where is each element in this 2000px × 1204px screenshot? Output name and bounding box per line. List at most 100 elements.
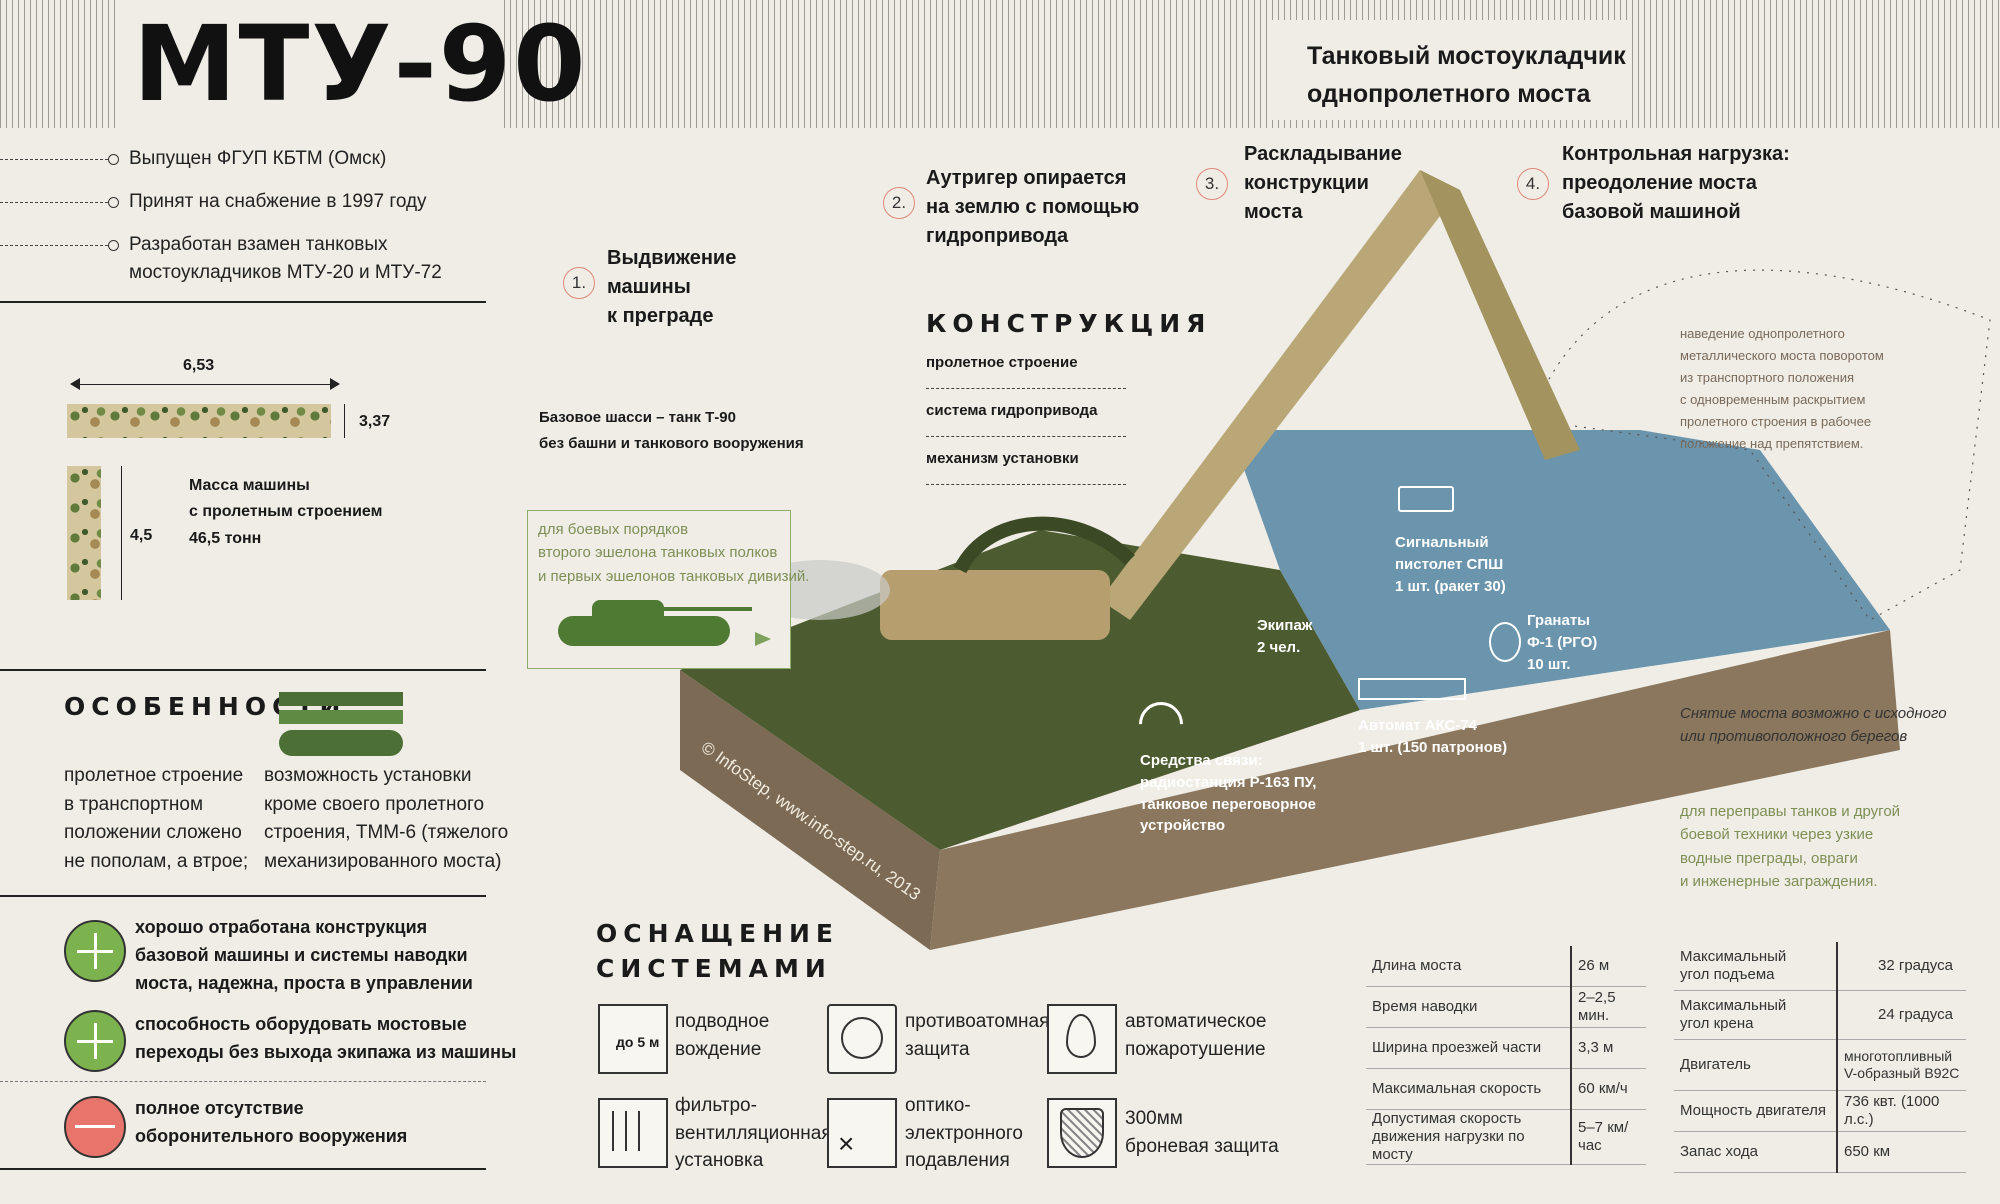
system-6: 300мм броневая защита <box>1125 1108 1279 1157</box>
length-arrow-right-head <box>330 378 340 390</box>
dim-length: 6,53 <box>183 357 215 374</box>
spec-label: Длина моста <box>1366 946 1571 987</box>
dim-mass: Масса машины с пролетным строением 46,5 … <box>189 477 383 547</box>
divider-features <box>0 895 486 897</box>
step-3-number: 3. <box>1196 168 1228 200</box>
pistol-label: Сигнальный пистолет СПШ 1 шт. (ракет 30) <box>1395 534 1506 595</box>
folded-span-icon-2 <box>279 710 403 724</box>
construction-item-3: механизм установки <box>926 450 1079 467</box>
fact-bullet-3 <box>108 240 119 251</box>
step-3-text: Раскладывание конструкции моста <box>1244 143 1402 223</box>
con-1: полное отсутствие оборонительного вооруж… <box>135 1098 408 1146</box>
spec-value: 32 градуса <box>1836 942 1966 991</box>
spec-label: Запас хода <box>1674 1131 1837 1173</box>
step-4-number: 4. <box>1517 168 1549 200</box>
pro-1: хорошо отработана конструкция базовой ма… <box>135 917 473 993</box>
systems-heading: ОСНАЩЕНИЕ СИСТЕМАМИ <box>596 919 840 983</box>
feature-left: пролетное строение в транспортном положе… <box>64 765 249 872</box>
bridge-layer-vehicle <box>880 570 1110 640</box>
fact-leader-1 <box>0 159 108 160</box>
bridge-span-left <box>1100 170 1460 620</box>
page-title: МТУ-90 <box>133 3 588 125</box>
vehicle-top-view <box>67 466 101 600</box>
construction-divider-3 <box>926 484 1126 485</box>
plus-icon-v <box>94 1023 97 1059</box>
step-2-text: Аутригер опирается на землю с помощью ги… <box>926 167 1140 247</box>
filter-ventilation-icon-waves <box>612 1111 650 1151</box>
construction-item-2: система гидропривода <box>926 402 1098 419</box>
subtitle-plate <box>1270 20 1630 120</box>
reeds <box>953 516 1135 574</box>
fact-3: Разработан взамен танковых мостоукладчик… <box>129 234 442 283</box>
rifle-label: Автомат АКС-74 1 шт. (150 патронов) <box>1358 717 1508 756</box>
spec-value: 736 квт. (1000 л.с.) <box>1836 1090 1966 1132</box>
dim-height: 3,37 <box>359 413 391 430</box>
fact-leader-2 <box>0 202 108 203</box>
optoelectronic-icon-x: × <box>838 1128 855 1159</box>
system-3: автоматическое пожаротушение <box>1125 1011 1267 1060</box>
spec-value: 5–7 км/час <box>1570 1109 1646 1165</box>
construction-divider-2 <box>926 436 1126 437</box>
water-surface <box>1230 430 1890 710</box>
minus-icon-bar <box>75 1125 115 1128</box>
bridge-span-right <box>1420 170 1580 460</box>
pistol-icon <box>1398 486 1454 512</box>
construction-heading: КОНСТРУКЦИЯ <box>926 309 1212 338</box>
anti-nuclear-icon-circle <box>841 1017 883 1059</box>
grenade-icon <box>1489 622 1521 662</box>
vehicle-side-view <box>67 404 331 438</box>
fact-bullet-2 <box>108 197 119 208</box>
purpose-note: для переправы танков и другой боевой тех… <box>1680 803 1901 890</box>
title-plate <box>120 0 500 128</box>
spec-label: Ширина проезжей части <box>1366 1027 1571 1069</box>
divider-facts <box>0 301 486 303</box>
construction-divider-1 <box>926 388 1126 389</box>
feature-right: возможность установки кроме своего проле… <box>264 765 509 872</box>
far-bank-dots <box>1529 269 1991 621</box>
spec-value: многотопливный V-образный В92С <box>1836 1039 1966 1091</box>
tank-icon-gun <box>660 607 752 611</box>
terrain-side-front <box>680 670 940 950</box>
tank-silhouette-small <box>279 730 403 756</box>
tank-icon <box>558 616 730 646</box>
width-arrow <box>121 466 122 600</box>
system-4: фильтро- вентилляционная установка <box>675 1095 832 1172</box>
plus-icon-v <box>94 933 97 969</box>
step-2-number: 2. <box>883 187 915 219</box>
fact-2: Принят на снабжение в 1997 году <box>129 191 427 212</box>
spec-label: Максимальная скорость <box>1366 1068 1571 1110</box>
underwater-icon <box>598 1004 668 1074</box>
spec-value: 650 км <box>1836 1131 1966 1173</box>
spec-label: Время наводки <box>1366 986 1571 1028</box>
system-5: оптико- электронного подавления <box>905 1095 1023 1172</box>
page-subtitle: Танковый мостоукладчик однопролетного мо… <box>1307 42 1626 108</box>
step-4-text: Контрольная нагрузка: преодоление моста … <box>1562 143 1790 223</box>
optoelectronic-icon <box>827 1098 897 1168</box>
armor-shield-icon-shape <box>1060 1108 1104 1158</box>
dim-width: 4,5 <box>130 527 153 544</box>
spec-value: 60 км/ч <box>1570 1068 1646 1110</box>
divider-bottom-left <box>0 1168 486 1170</box>
tank-icon-turret <box>592 600 664 620</box>
fire-icon-flame <box>1066 1014 1096 1058</box>
grenades-label: Гранаты Ф-1 (РГО) 10 шт. <box>1527 612 1598 673</box>
right-note: наведение однопролетного металлического … <box>1680 326 1884 452</box>
spec-label: Максимальный угол крена <box>1674 990 1837 1040</box>
crew-label: Экипаж 2 чел. <box>1257 617 1313 656</box>
spec-value: 24 градуса <box>1836 990 1966 1040</box>
height-arrow <box>344 404 345 438</box>
folded-span-icon <box>279 692 403 706</box>
removal-note: Снятие моста возможно с исходного или пр… <box>1680 705 1947 746</box>
spec-value: 26 м <box>1570 946 1646 987</box>
spec-value: 3,3 м <box>1570 1027 1646 1069</box>
terrain-side-right <box>930 630 1900 950</box>
